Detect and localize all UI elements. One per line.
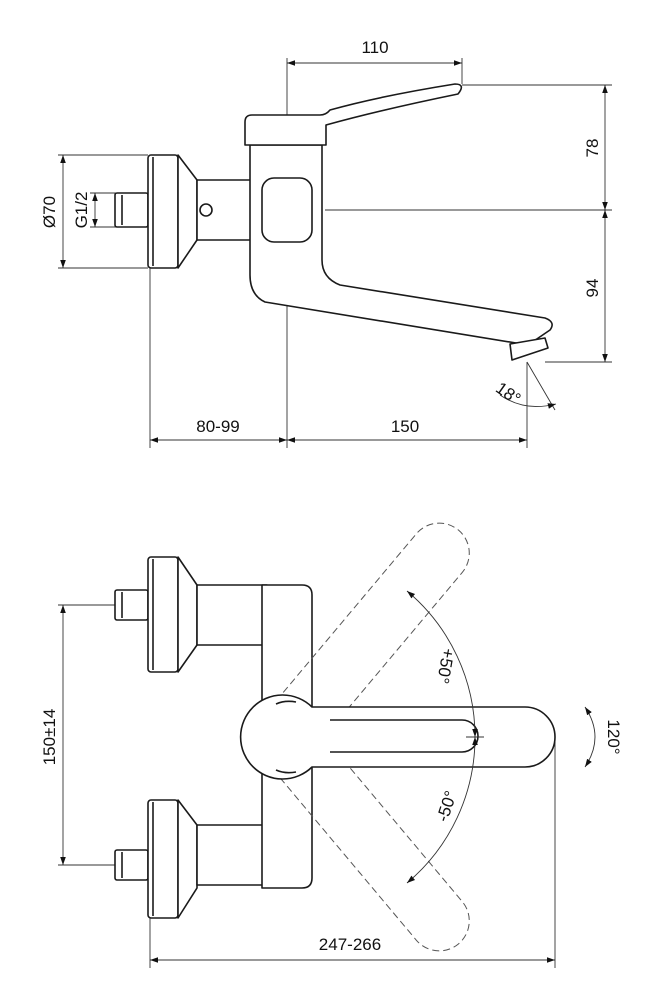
dimensions: 110 78 94 Ø70 G1/2 18° 80-99 150: [40, 38, 608, 443]
dim-120-deg: 120°: [604, 719, 623, 754]
dim-150: 150: [391, 417, 419, 436]
side-view: 110 78 94 Ø70 G1/2 18° 80-99 150: [40, 38, 612, 448]
dimensions: 150±14 +50° -50° 120° 247-266: [40, 590, 623, 963]
lever-handle: [239, 694, 556, 780]
dim-78: 78: [583, 139, 602, 158]
dim-150-pm-14: 150±14: [40, 709, 59, 766]
top-view: 150±14 +50° -50° 120° 247-266: [40, 522, 623, 968]
upper-connector: [114, 556, 268, 673]
dim-247-266: 247-266: [319, 935, 381, 954]
lever-alt-positions: [261, 522, 470, 952]
aerator: [509, 337, 549, 361]
dim-plus-50-deg: +50°: [433, 647, 458, 685]
dim-80-99: 80-99: [196, 417, 239, 436]
dim-thread: G1/2: [72, 192, 91, 229]
dim-94: 94: [583, 279, 602, 298]
dim-110: 110: [361, 38, 388, 57]
wall-connector: [114, 154, 263, 269]
set-screw-icon: [199, 203, 213, 217]
mixer-body: [244, 83, 553, 361]
lower-connector: [114, 799, 268, 919]
dim-diameter-70: Ø70: [40, 196, 59, 228]
